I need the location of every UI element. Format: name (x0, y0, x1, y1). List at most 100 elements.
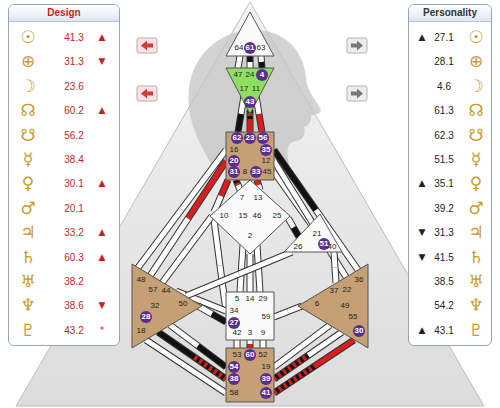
energy-center: 3622376495530 (298, 264, 368, 348)
energy-center: 622356163520123183345 (226, 132, 274, 180)
channel-outline (146, 340, 226, 393)
gate-number: 15 (237, 210, 249, 222)
gate-number: 11 (250, 83, 262, 95)
gate-line-value: 60.3 (64, 251, 83, 262)
channel-half (257, 180, 259, 185)
channel-outline (260, 340, 267, 348)
channel-half (235, 340, 240, 344)
channel-half (274, 367, 314, 394)
planet-glyph: ♀ (22, 173, 34, 193)
channel-half (242, 245, 244, 269)
gate-line-value: 60.2 (64, 105, 83, 116)
gate-line-value: 54.2 (434, 300, 453, 311)
energy-center: 713101546252 (210, 180, 290, 254)
gate-line-value: 41.3 (64, 32, 83, 43)
channel-half (294, 228, 300, 238)
gate-number: 30 (353, 325, 365, 337)
channel-half (248, 121, 253, 132)
gate-number: 24 (244, 69, 256, 81)
center-outline (132, 264, 202, 348)
planet-glyph: ☋ (468, 125, 483, 145)
gate-number: 23 (244, 132, 256, 144)
gate-number: 38 (228, 373, 240, 385)
planet-glyph: ♄ (468, 247, 483, 267)
channel-half (238, 114, 241, 132)
fixing-arrow: ▲ (419, 178, 426, 188)
gate-number: 59 (260, 311, 272, 323)
gate-number: 47 (232, 69, 244, 81)
channel-stripe (274, 367, 314, 394)
gate-number: 32 (149, 300, 161, 312)
channel-half (259, 56, 265, 62)
channel-half (334, 252, 335, 268)
channel-line (162, 216, 212, 283)
fixing-arrow: ▲ (99, 252, 106, 262)
panel-heading: Personality (409, 5, 491, 22)
gate-number: 13 (252, 192, 264, 204)
fixing-arrow: ▲ (99, 227, 106, 237)
gate-number: 56 (257, 132, 269, 144)
fixing-arrow: ▼ (419, 227, 426, 237)
fixing-arrow: ▲ (99, 178, 106, 188)
channel-half (274, 312, 288, 318)
gate-number: 2 (244, 230, 256, 242)
channel-line (274, 306, 302, 317)
channel-half (248, 273, 253, 292)
gate-line-value: 38.5 (434, 276, 453, 287)
gate-line-value: 20.1 (64, 202, 83, 213)
planet-glyph: ♂ (20, 198, 35, 218)
gate-number: 9 (257, 327, 269, 339)
gate-number: 63 (255, 42, 267, 54)
gate-number: 12 (260, 155, 272, 167)
gate-line-value: 38.2 (64, 276, 83, 287)
gate-number: 26 (292, 241, 304, 253)
gate-number: 60 (244, 349, 256, 361)
gate-line-value: 43.2 (64, 324, 83, 335)
gate-number: 36 (353, 274, 365, 286)
channel-half (314, 340, 354, 367)
gate-number: 31 (228, 166, 240, 178)
gate-number: 41 (260, 387, 272, 399)
gate-number: 33 (250, 166, 262, 178)
fixing-arrow: ▼ (419, 252, 426, 262)
gate-number: 34 (228, 305, 240, 317)
gate-number: 6 (311, 298, 323, 310)
channel-half (186, 367, 226, 394)
channel-half (221, 180, 228, 196)
channel-outline (261, 56, 262, 68)
channel-outline (247, 56, 254, 68)
center-outline (226, 68, 274, 114)
gate-line-value: 61.3 (434, 105, 453, 116)
gate-number: 44 (160, 285, 172, 297)
gate-number: 35 (260, 144, 272, 156)
gate-number: 3 (244, 327, 256, 339)
gate-line-value: 23.6 (64, 80, 83, 91)
channel-outline (247, 340, 254, 348)
center-outline (226, 348, 274, 402)
channel-half (248, 56, 253, 62)
panel-heading: Design (9, 5, 119, 22)
fixing-arrow: ▲ (99, 105, 106, 115)
channel-outline (274, 306, 302, 317)
gate-number: 43 (244, 96, 256, 108)
center-outline (226, 132, 274, 180)
channel-line (250, 340, 251, 348)
channel-line (274, 340, 354, 393)
gate-line-value: 38.4 (64, 154, 83, 165)
channel-line (237, 340, 238, 348)
gate-number: 4 (256, 69, 268, 81)
gate-line-value: 28.1 (434, 56, 453, 67)
channel-outline (274, 150, 358, 270)
gate-line-value: 31.3 (434, 227, 453, 238)
planet-glyph: ☿ (23, 149, 33, 169)
fixing-arrow: ▼ (99, 56, 106, 66)
gate-line-value: 51.5 (434, 154, 453, 165)
channel-line (261, 56, 262, 68)
channel-outline (238, 56, 240, 68)
energy-center: 646163 (226, 12, 274, 56)
gate-number: 42 (231, 327, 243, 339)
channel-line (274, 150, 358, 270)
planet-glyph: ☽ (468, 76, 483, 96)
channel-line (236, 180, 240, 190)
gate-number: 46 (251, 210, 263, 222)
